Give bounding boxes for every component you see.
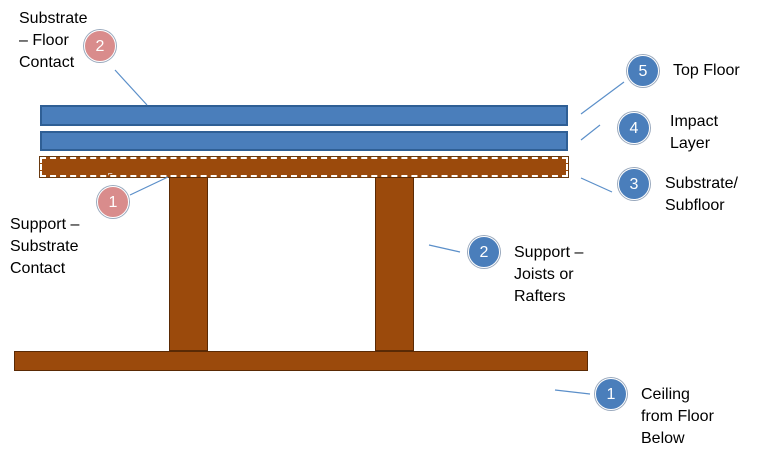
- leader-line-joists: [428, 244, 461, 253]
- callout-badge-3: 3: [618, 168, 650, 200]
- impact-layer: [40, 131, 568, 151]
- label-support-joists: Support – Joists or Rafters: [514, 244, 584, 305]
- label-ceiling: Ceiling from Floor Below: [641, 386, 714, 447]
- leader-line-impact-layer: [580, 124, 601, 141]
- substrate-subfloor-layer: [39, 156, 569, 178]
- contact-tick-mark: ⌐: [108, 169, 113, 178]
- contact-badge-1: 1: [97, 186, 129, 218]
- label-top-floor: Top Floor: [673, 62, 740, 79]
- right-joist: [375, 177, 414, 351]
- callout-badge-4: 4: [618, 112, 650, 144]
- leader-line-ceiling: [554, 389, 591, 395]
- top-floor-layer: [40, 105, 568, 126]
- label-substrate-floor-contact: Substrate – Floor Contact: [19, 10, 88, 71]
- label-support-substrate-contact: Support – Substrate Contact: [10, 216, 80, 277]
- label-impact-layer: Impact Layer: [670, 113, 719, 152]
- contact-badge-2: 2: [84, 30, 116, 62]
- leader-line-support-contact: [129, 176, 169, 196]
- ceiling-board: [14, 351, 588, 371]
- label-substrate-subfloor: Substrate/ Subfloor: [665, 175, 738, 214]
- left-joist: [169, 177, 208, 351]
- callout-badge-2: 2: [468, 236, 500, 268]
- leader-line-floor-contact: [114, 69, 148, 106]
- leader-line-substrate: [580, 177, 613, 193]
- callout-badge-1: 1: [595, 378, 627, 410]
- leader-line-top-floor: [580, 81, 625, 115]
- callout-badge-5: 5: [627, 55, 659, 87]
